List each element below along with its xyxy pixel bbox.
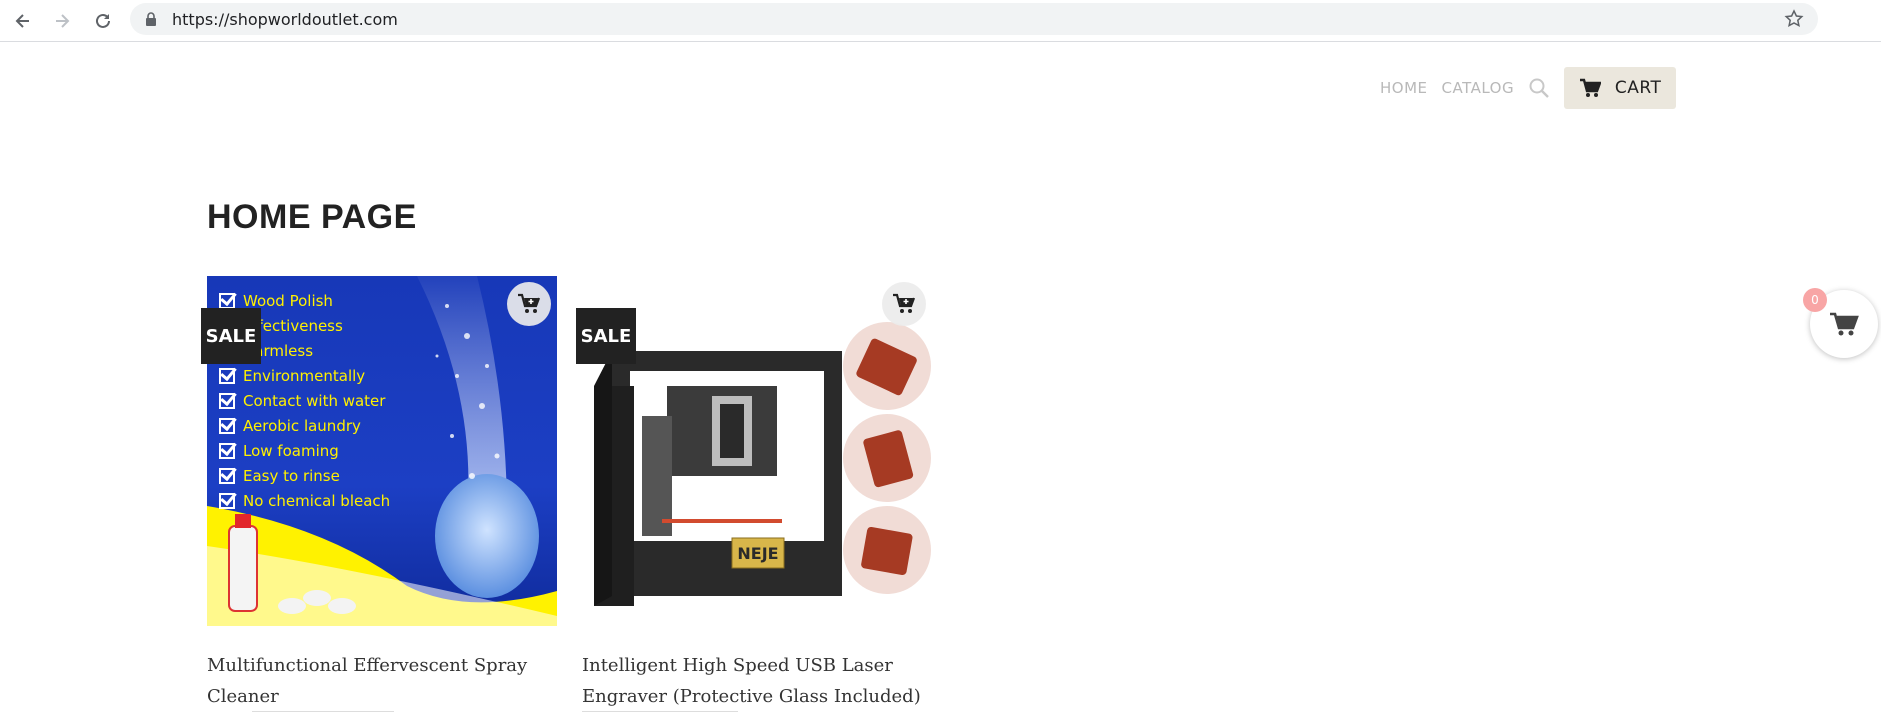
url-text: https://shopworldoutlet.com (172, 10, 398, 29)
checkbox-icon (219, 442, 235, 459)
sale-badge: SALE (201, 308, 261, 364)
feature-item: Easy to rinse (219, 463, 390, 488)
arrow-right-icon (56, 14, 70, 28)
cart-icon (1830, 312, 1859, 336)
sale-badge: SALE (576, 308, 636, 364)
feature-item: Contact with water (219, 388, 390, 413)
add-to-cart-icon (893, 293, 916, 313)
product-title[interactable]: Multifunctional Effervescent Spray Clean… (207, 655, 528, 707)
search-icon[interactable] (1528, 77, 1550, 99)
forward-button[interactable] (47, 6, 77, 36)
product-image[interactable]: Wood Polish Effectiveness Harmless Envir… (207, 276, 557, 626)
checkbox-icon (219, 467, 235, 484)
product-title[interactable]: Intelligent High Speed USB Laser Engrave… (582, 655, 921, 707)
nav-home-link[interactable]: HOME (1380, 79, 1428, 97)
feature-item: No chemical bleach (219, 488, 390, 513)
checkbox-icon (219, 492, 235, 509)
price-divider (252, 711, 394, 712)
reload-button[interactable] (88, 6, 118, 36)
laser-engraver-image: NEJE (594, 322, 931, 606)
cart-label: CART (1614, 78, 1662, 98)
nav-catalog-link[interactable]: CATALOG (1441, 79, 1515, 97)
product-card[interactable]: Wood Polish Effectiveness Harmless Envir… (207, 276, 557, 712)
address-bar[interactable]: https://shopworldoutlet.com (130, 3, 1818, 35)
checkbox-icon (219, 292, 235, 309)
back-button[interactable] (8, 6, 38, 36)
add-to-cart-icon (518, 293, 541, 313)
feature-item: Wood Polish (219, 288, 390, 313)
checkbox-icon (219, 417, 235, 434)
bookmark-star-icon[interactable] (1784, 9, 1804, 29)
lock-icon (146, 12, 156, 26)
product-image[interactable]: NEJE (582, 276, 932, 626)
feature-item: Aerobic laundry (219, 413, 390, 438)
quick-add-button[interactable] (507, 282, 551, 326)
checkbox-icon (219, 367, 235, 384)
bottle-and-tablets-image (207, 506, 557, 626)
price-divider (582, 711, 738, 712)
cart-icon (1579, 78, 1601, 97)
browser-toolbar: https://shopworldoutlet.com (0, 0, 1881, 42)
cart-button[interactable]: CART (1564, 67, 1677, 109)
site-navigation: HOME CATALOG CART (1380, 67, 1677, 109)
quick-add-button[interactable] (882, 282, 926, 326)
feature-item: Environmentally (219, 363, 390, 388)
product-card[interactable]: NEJE Intelligent High Speed USB Laser En… (582, 276, 932, 712)
floating-cart-count-badge: 0 (1803, 288, 1827, 312)
brand-plate-text: NEJE (737, 544, 778, 563)
arrow-left-icon (15, 14, 29, 28)
page-title: HOME PAGE (207, 198, 417, 236)
reload-icon (96, 13, 110, 28)
effervescent-tablet-image (417, 276, 539, 598)
feature-item: Low foaming (219, 438, 390, 463)
checkbox-icon (219, 392, 235, 409)
